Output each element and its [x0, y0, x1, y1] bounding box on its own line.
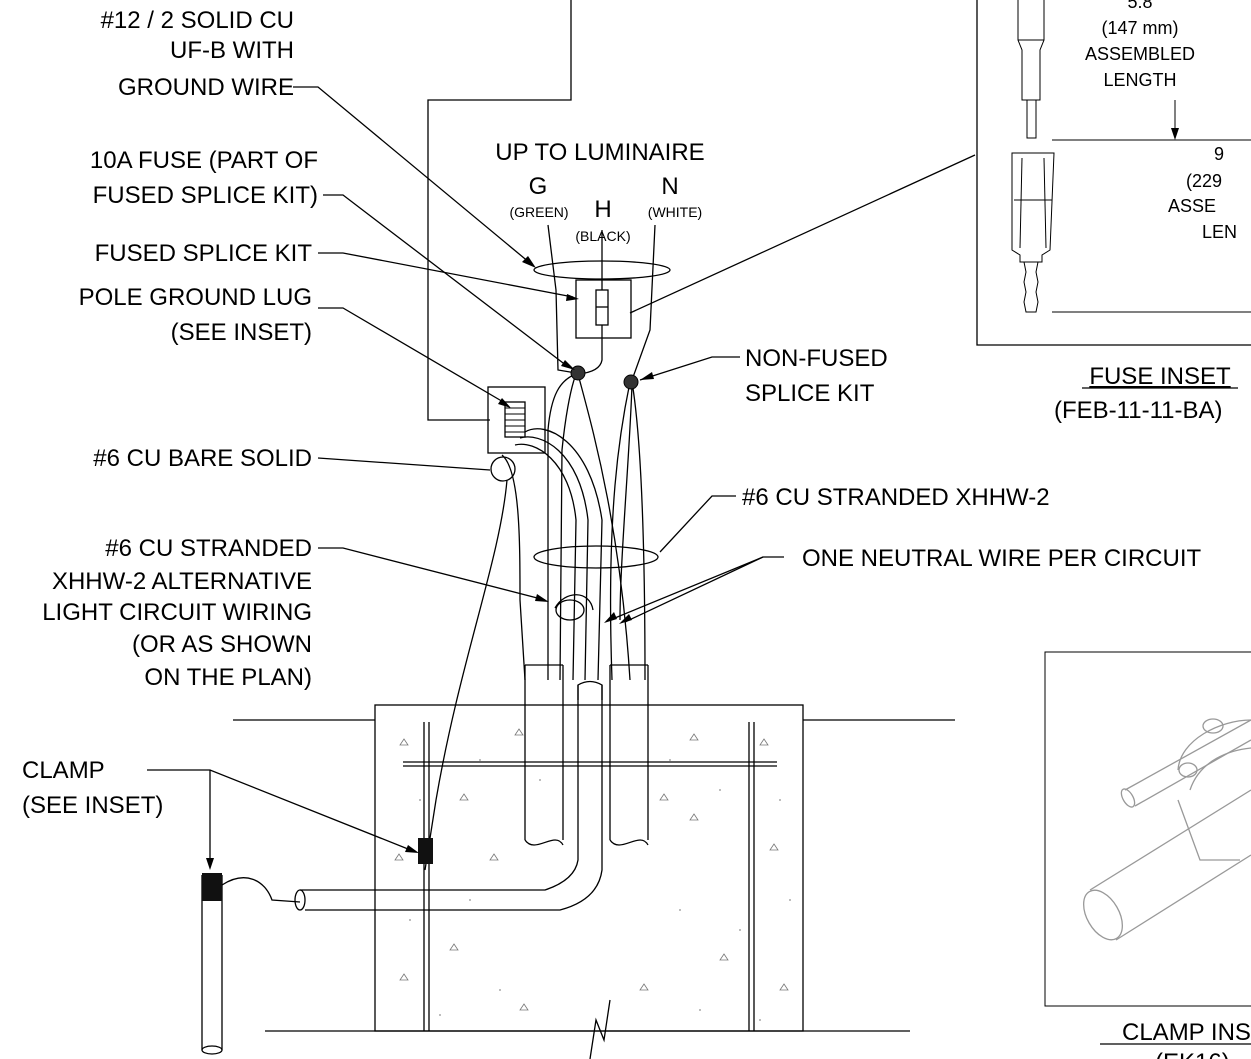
dim-229-top: 9	[1214, 144, 1224, 164]
uf-b-bundle-ring	[533, 260, 671, 280]
label-fuse-line2: FUSED SPLICE KIT)	[93, 182, 318, 209]
label-alt-wiring-line3: LIGHT CIRCUIT WIRING	[42, 599, 312, 626]
label-green: (GREEN)	[509, 204, 568, 220]
label-clamp: CLAMP	[22, 757, 105, 784]
label-non-fused-line2: SPLICE KIT	[745, 380, 875, 407]
label-pole-ground-lug-see-inset: (SEE INSET)	[171, 319, 312, 346]
dim-147-top: 5.8	[1127, 0, 1152, 12]
label-uf-b-line3: GROUND WIRE	[118, 74, 294, 101]
label-uf-b-line2: UF-B WITH	[170, 37, 294, 64]
conduit-center-elbow	[294, 680, 603, 911]
fuse-inset-drawing	[1011, 0, 1251, 313]
label-g: G	[529, 173, 548, 200]
fuse-inset-title: FUSE INSET	[1089, 363, 1231, 390]
leader-lines	[147, 86, 976, 860]
label-fuse-line1: 10A FUSE (PART OF	[90, 147, 318, 174]
splice-connector-neutral	[623, 374, 639, 390]
label-alt-wiring-line1: #6 CU STRANDED	[105, 535, 312, 562]
fuse-inset-code: (FEB-11-11-BA)	[1054, 397, 1222, 424]
wire-bundle	[424, 224, 656, 871]
label-n: N	[661, 173, 678, 200]
fuse-inset-frame	[976, 0, 1251, 346]
label-alt-wiring-line4: (OR AS SHOWN	[132, 631, 312, 658]
label-fused-splice-kit: FUSED SPLICE KIT	[95, 240, 313, 267]
label-alt-wiring-line2: XHHW-2 ALTERNATIVE	[52, 568, 312, 595]
dim-len: LEN	[1202, 222, 1237, 242]
clamp-inset-sketch	[1083, 718, 1251, 941]
label-bare-solid: #6 CU BARE SOLID	[93, 445, 312, 472]
clamp-on-rebar	[418, 838, 433, 864]
pole-outline	[427, 0, 572, 421]
ground-rod	[201, 873, 301, 1055]
concrete-foundation	[233, 704, 955, 1059]
dim-229: (229	[1186, 171, 1222, 191]
label-black: (BLACK)	[575, 228, 630, 244]
conduit-right	[609, 664, 649, 846]
label-up-to-luminaire: UP TO LUMINAIRE	[495, 139, 704, 166]
dim-asse: ASSE	[1168, 196, 1216, 216]
conduit-left	[524, 664, 564, 846]
dim-assembled: ASSEMBLED	[1085, 44, 1195, 64]
label-non-fused-line1: NON-FUSED	[745, 345, 888, 372]
clamp-inset-code: (EK16)	[1155, 1049, 1230, 1059]
clamp-inset-frame	[1044, 651, 1251, 1007]
label-one-neutral: ONE NEUTRAL WIRE PER CIRCUIT	[802, 545, 1201, 572]
neutral-loop	[555, 599, 585, 621]
label-pole-ground-lug: POLE GROUND LUG	[79, 284, 312, 311]
label-uf-b-line1: #12 / 2 SOLID CU	[101, 7, 294, 34]
stranded-bundle-ring	[533, 545, 659, 569]
label-white: (WHITE)	[648, 204, 702, 220]
label-clamp-see-inset: (SEE INSET)	[22, 792, 163, 819]
label-h: H	[594, 196, 611, 223]
fused-splice-kit-box	[575, 279, 632, 339]
label-alt-wiring-line5: ON THE PLAN)	[144, 664, 312, 691]
label-stranded-xhhw: #6 CU STRANDED XHHW-2	[742, 484, 1050, 511]
ground-lug-box	[487, 386, 546, 454]
dim-length: LENGTH	[1103, 70, 1176, 90]
clamp-inset-title: CLAMP INS	[1122, 1019, 1251, 1046]
dim-147: (147 mm)	[1101, 18, 1178, 38]
